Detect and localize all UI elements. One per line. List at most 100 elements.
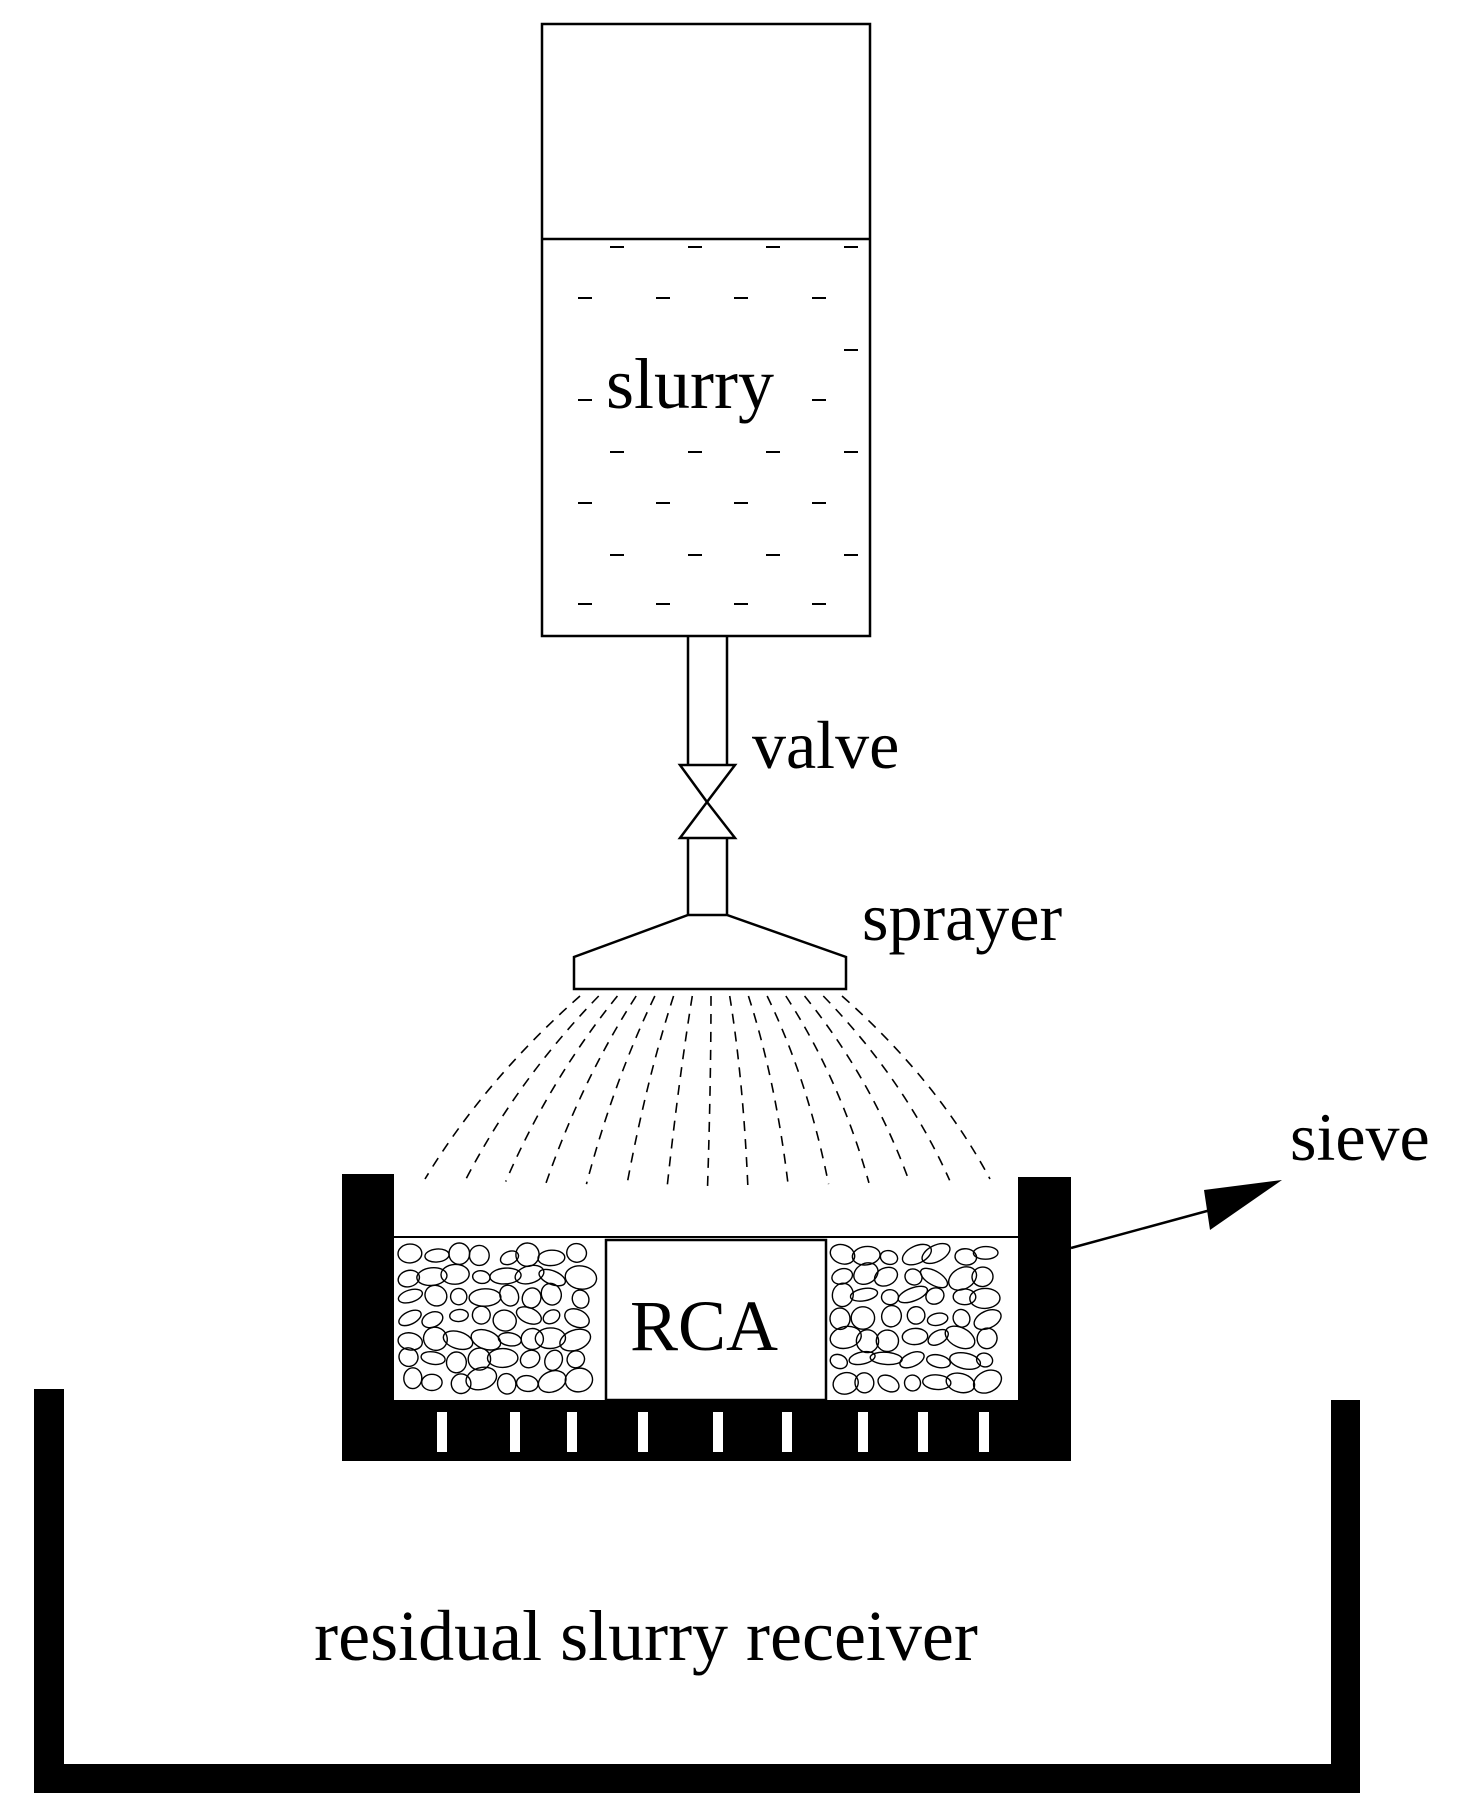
valve-label: valve [752,707,899,783]
spray-stream [803,995,911,1182]
pebble [829,1325,862,1350]
pebble [450,1373,472,1395]
pebble [972,1369,1003,1394]
sieve-slot [713,1412,723,1452]
pebble [875,1329,900,1353]
pebble [489,1267,522,1285]
pebble [486,1347,519,1369]
pebble [422,1326,448,1352]
pebble [832,1371,859,1395]
pebble [849,1287,879,1302]
pebble [926,1312,949,1327]
pebble [564,1367,594,1393]
upper-pipe [686,636,729,765]
pebble [927,1328,949,1346]
pebble [564,1308,590,1329]
sieve-slot [918,1412,928,1452]
pebble [499,1284,520,1307]
spray-stream [625,995,675,1186]
spray-stream [666,995,694,1187]
pebble [403,1367,423,1390]
pebble [449,1287,468,1306]
pebble [880,1304,903,1328]
sieve-slot [437,1412,447,1452]
spray-stream [841,995,991,1180]
pebble [972,1245,999,1260]
pebble [921,1242,951,1265]
pebble [901,1243,933,1266]
spray-stream [766,995,830,1185]
pebble [424,1284,448,1307]
pebble [919,1267,949,1289]
pebble [465,1366,498,1391]
pebble [544,1349,564,1372]
pebble [571,1289,590,1309]
pebble [954,1248,978,1266]
pebble [944,1325,976,1350]
spray-stream [504,995,619,1182]
pebble [829,1307,851,1331]
pebble [420,1350,446,1366]
pebble [496,1372,517,1395]
pebble [904,1268,923,1286]
pebble [398,1309,422,1327]
spray-stream [747,995,790,1186]
pebble [398,1347,419,1368]
sieve-slot [510,1412,520,1452]
pebble [949,1352,982,1370]
pebble [897,1285,929,1304]
pebble [542,1309,561,1325]
pebble [537,1249,566,1267]
pebble [559,1328,592,1352]
pebble [442,1330,474,1351]
aggregate-bed: RCA [394,1236,1018,1402]
spray-stream [728,995,749,1187]
sieve-pointer-arrow [1070,1180,1282,1250]
pebble [971,1266,994,1288]
pebble [534,1327,567,1350]
pebble [440,1263,470,1285]
pebble [947,1266,978,1291]
pebble [397,1332,424,1351]
pebble [854,1372,875,1394]
pebble [420,1373,443,1392]
pebble [901,1327,929,1346]
pebble [848,1350,876,1366]
spray-streams [424,995,991,1189]
pebble [873,1266,899,1287]
pebble [397,1269,421,1288]
sieve-slot [782,1412,792,1452]
sprayer-head [572,913,848,991]
lower-pipe [686,838,729,915]
pebble [520,1327,545,1351]
pebble [515,1306,543,1325]
sieve-slot [567,1412,577,1452]
sieve-slot [979,1412,989,1452]
spray-stream [545,995,637,1184]
spray-stream [585,995,656,1185]
valve-icon [677,763,738,840]
pebble [468,1244,490,1267]
sieve-slots [437,1412,989,1452]
pebble [879,1249,899,1266]
pebble [445,1351,468,1374]
spray-stream [822,995,951,1181]
aggregate-pebbles [397,1242,1003,1395]
pebble [853,1262,879,1286]
pebble [397,1288,424,1304]
pebble [514,1264,545,1285]
sieve-container [342,1174,1071,1461]
pebble [973,1309,1002,1331]
pebble [519,1349,541,1369]
pebble [499,1250,520,1266]
pebble [906,1305,926,1325]
pebble [952,1288,977,1306]
pebble [855,1329,880,1354]
rca-sample-box [604,1238,828,1402]
pebble [975,1352,994,1368]
pebble [925,1287,945,1305]
pebble [397,1243,423,1264]
sieve-slot [858,1412,868,1452]
